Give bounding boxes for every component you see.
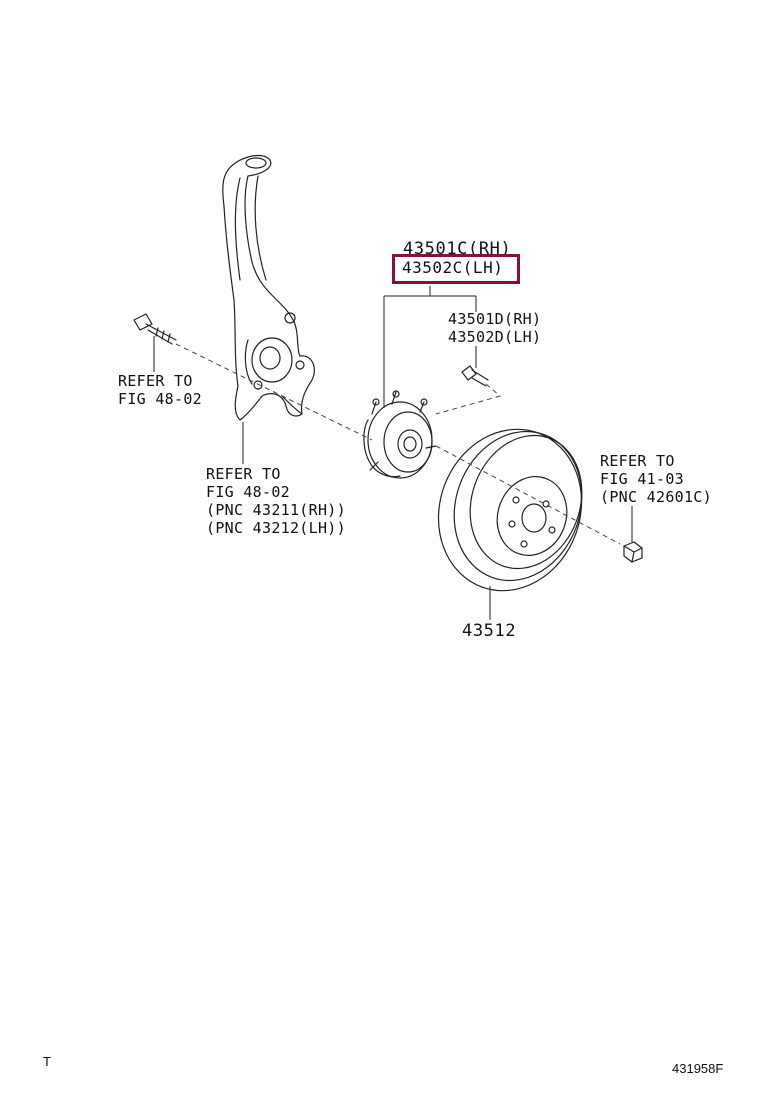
ref-knuckle-bolt-line1: REFER TO (118, 372, 193, 390)
highlight-box (392, 254, 520, 284)
ref-knuckle-line3: (PNC 43211(RH)) (206, 501, 346, 519)
hub-bearing-drawing (363, 390, 437, 479)
part-number-disc[interactable]: 43512 (462, 621, 517, 641)
ref-knuckle-bolt-line2[interactable]: FIG 48-02 (118, 390, 202, 408)
disc-rotor-drawing (437, 428, 583, 592)
part-number-hub-bolt-rh[interactable]: 43501D(RH) (448, 310, 542, 328)
hub-bolt-drawing (461, 365, 489, 387)
part-number-hub-bearing-rh[interactable]: 43501C(RH) (403, 239, 512, 259)
ref-hub-nut-line1: REFER TO (600, 452, 675, 470)
ref-knuckle-line1: REFER TO (206, 465, 281, 483)
figure-id: 431958F (672, 1061, 724, 1076)
knuckle-bolt-drawing (133, 313, 177, 345)
part-number-hub-bolt-lh[interactable]: 43502D(LH) (448, 328, 542, 346)
ref-knuckle-line4: (PNC 43212(LH)) (206, 519, 346, 537)
ref-hub-nut-line3: (PNC 42601C) (600, 488, 712, 506)
hub-nut-drawing (623, 541, 643, 563)
steering-knuckle-drawing (222, 155, 315, 421)
ref-knuckle-line2[interactable]: FIG 48-02 (206, 483, 290, 501)
part-number-hub-bearing-lh[interactable]: 43502C(LH) (402, 258, 504, 277)
leader-lines (153, 286, 633, 620)
ref-hub-nut-line2[interactable]: FIG 41-03 (600, 470, 684, 488)
footer-left-mark: T (43, 1054, 51, 1069)
assembly-axis-lines (175, 343, 621, 545)
